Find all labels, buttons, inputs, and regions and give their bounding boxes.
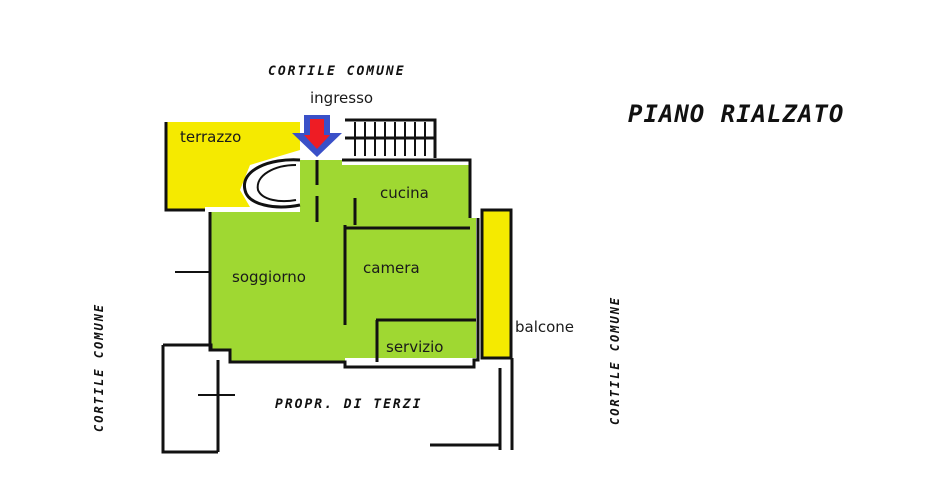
room-label-cucina: cucina [380,184,429,202]
room-label-camera: camera [363,259,420,277]
balcone-area [482,210,511,358]
terrazzo-area [166,122,300,210]
entrance-arrow-icon [292,115,342,157]
room-label-balcone: balcone [515,318,575,336]
entrance-label: ingresso [310,89,374,107]
courtyard-left-label: CORTILE COMUNE [92,302,106,432]
room-label-terrazzo: terrazzo [180,128,242,146]
courtyard-right-label: CORTILE COMUNE [608,295,622,425]
third-party-label: PROPR. DI TERZI [275,397,423,412]
room-label-soggiorno: soggiorno [232,268,306,286]
floor-title: PIANO RIALZATO [628,100,845,128]
courtyard-top-label: CORTILE COMUNE [268,64,406,79]
room-label-servizio: servizio [386,338,444,356]
interior-area [210,160,476,362]
